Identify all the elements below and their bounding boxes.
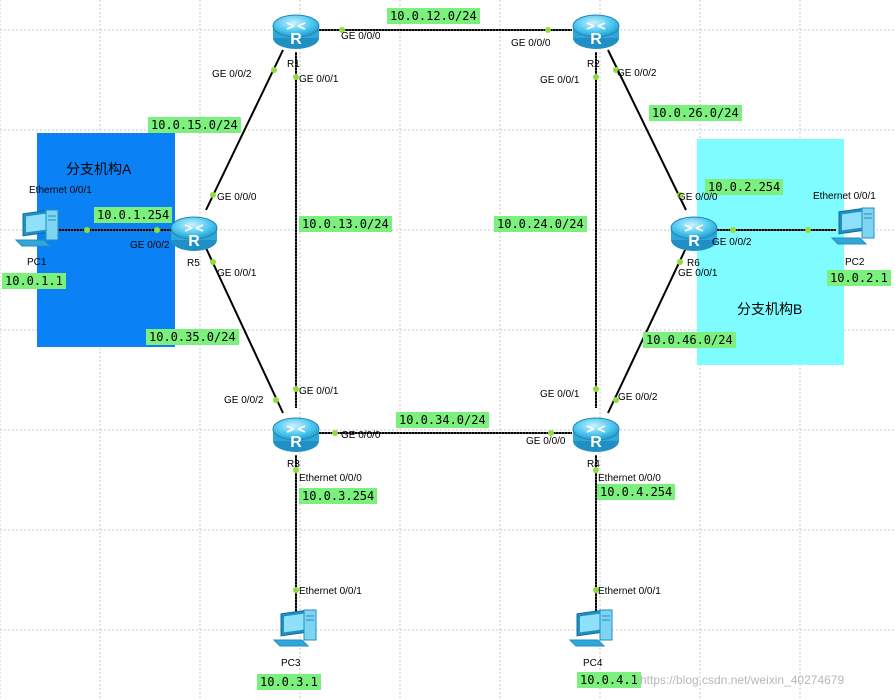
link-r5-r3 [205,247,284,414]
port-label-r4-ge000: GE 0/0/0 [526,436,566,447]
pc-icon [831,207,875,245]
watermark: https://blog.csdn.net/weixin_40274679 [640,673,845,687]
branch-b-area [697,139,844,365]
port-dot [593,467,599,473]
address-label-r3-gw: 10.0.3.254 [299,488,378,504]
port-dot [593,587,599,593]
address-label-r4-gw: 10.0.4.254 [597,484,676,500]
port-label-r6-ge000: GE 0/0/0 [678,192,718,203]
port-dot [293,587,299,593]
router-icon [272,417,320,453]
port-label-pc4-eth: Ethernet 0/0/1 [598,586,661,597]
port-dot [271,67,277,73]
link-r1-r5 [205,49,284,211]
branch-b-label: 分支机构B [737,301,803,317]
device-name-r4: R4 [587,459,600,470]
port-label-r2-ge000: GE 0/0/0 [511,38,551,49]
address-label-r6-gw: 10.0.2.254 [705,179,784,195]
port-label-pc1-eth: Ethernet 0/0/1 [29,185,92,196]
link-r2-r6 [607,49,687,211]
port-dot [545,27,551,33]
port-dot [613,397,619,403]
port-dot [210,192,216,198]
port-dot [593,74,599,80]
port-label-r4-ge001: GE 0/0/1 [540,389,580,400]
port-label-r4-ge002: GE 0/0/2 [618,392,658,403]
device-name-pc1: PC1 [27,257,47,268]
port-dot [293,74,299,80]
port-dot [332,430,338,436]
network-label-r1-r5: 10.0.15.0/24 [148,117,241,133]
port-dot [730,227,736,233]
port-dot [677,259,683,265]
port-label-r5-ge001: GE 0/0/1 [217,268,257,279]
address-label-pc1: 10.0.1.1 [2,273,66,289]
port-label-r6-ge001: GE 0/0/1 [678,268,718,279]
network-label-r2-r4: 10.0.24.0/24 [494,216,587,232]
port-label-r3-ge002: GE 0/0/2 [224,395,264,406]
address-label-pc4: 10.0.4.1 [577,672,641,688]
address-label-pc3: 10.0.3.1 [257,674,321,690]
network-label-r3-r4: 10.0.34.0/24 [396,412,489,428]
device-name-r2: R2 [587,59,600,70]
port-label-pc2-eth: Ethernet 0/0/1 [813,191,876,202]
port-label-r4-eth000: Ethernet 0/0/0 [598,473,661,484]
router-icon [572,417,620,453]
device-name-r1: R1 [287,59,300,70]
port-dot [548,430,554,436]
port-dot [677,192,683,198]
port-label-r3-eth000: Ethernet 0/0/0 [299,473,362,484]
network-label-r3-r5: 10.0.35.0/24 [146,329,239,345]
address-label-pc2: 10.0.2.1 [827,270,891,286]
port-dot [593,386,599,392]
router-icon [272,14,320,50]
pc-icon [15,209,59,247]
port-dot [805,227,811,233]
port-dot [293,386,299,392]
port-dot [210,259,216,265]
port-dot [293,467,299,473]
port-label-r2-ge001: GE 0/0/1 [540,75,580,86]
network-label-r2-r6: 10.0.26.0/24 [649,105,742,121]
address-label-r5-gw: 10.0.1.254 [94,207,173,223]
port-label-r1-ge000: GE 0/0/0 [341,31,381,42]
port-label-r3-ge001: GE 0/0/1 [299,386,339,397]
device-name-r5: R5 [187,258,200,269]
pc-icon [569,609,613,647]
port-label-pc3-eth: Ethernet 0/0/1 [299,586,362,597]
device-name-pc2: PC2 [845,257,865,268]
port-dot [84,227,90,233]
network-label-r1-r2: 10.0.12.0/24 [387,8,480,24]
port-dot [613,67,619,73]
port-label-r5-ge002: GE 0/0/2 [130,240,170,251]
device-name-r6: R6 [687,258,700,269]
pc-icon [273,609,317,647]
router-icon [670,216,718,252]
router-icon [170,216,218,252]
port-dot [273,397,279,403]
branch-a-label: 分支机构A [66,159,132,179]
port-dot [339,27,345,33]
port-label-r2-ge002: GE 0/0/2 [617,68,657,79]
port-label-r1-ge002: GE 0/0/2 [212,69,252,80]
port-label-r1-ge001: GE 0/0/1 [299,74,339,85]
network-label-r4-r6: 10.0.46.0/24 [643,332,736,348]
port-label-r5-ge000: GE 0/0/0 [217,192,257,203]
device-name-pc4: PC4 [583,658,603,669]
port-dot [154,227,160,233]
link-r6-r4 [607,247,687,414]
network-label-r1-r3: 10.0.13.0/24 [299,216,392,232]
port-label-r3-ge000: GE 0/0/0 [341,430,381,441]
port-label-r6-ge002: GE 0/0/2 [712,237,752,248]
device-name-pc3: PC3 [281,658,301,669]
router-icon [572,14,620,50]
device-name-r3: R3 [287,459,300,470]
